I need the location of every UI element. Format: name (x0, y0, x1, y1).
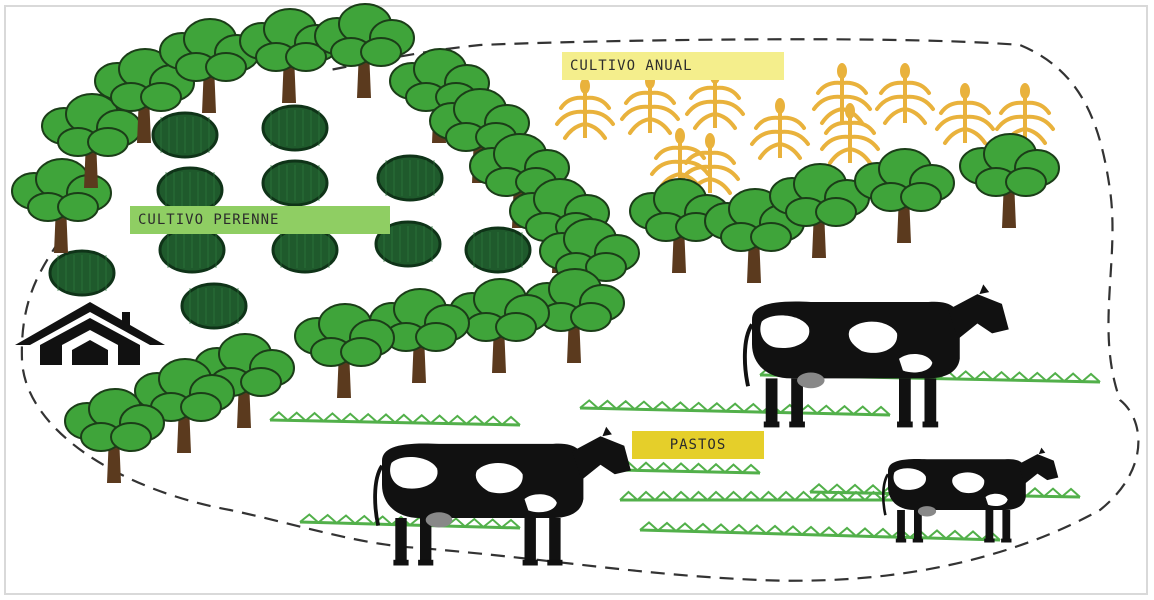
tree-icon (959, 133, 1060, 228)
tree-icon (64, 388, 165, 483)
frame-border (4, 5, 1148, 595)
tree-icon (159, 18, 260, 113)
tree-icon (524, 268, 625, 363)
tree-icon (314, 3, 415, 98)
perennial-shrub-icon (48, 249, 116, 297)
maize-plant-icon (812, 63, 872, 125)
tree-icon (41, 93, 142, 188)
perennial-shrub-icon (180, 282, 248, 330)
tree-icon (854, 148, 955, 243)
grass-tuft-icon (579, 399, 891, 417)
farm-boundary (20, 38, 1140, 582)
tree-icon (11, 158, 112, 253)
maize-plant-icon (750, 98, 810, 160)
cow-icon (373, 426, 631, 566)
maize-field (555, 63, 1055, 195)
tree-line (11, 3, 1060, 483)
tree-icon (294, 303, 395, 398)
tree-icon (469, 133, 570, 228)
house-icon (15, 302, 165, 365)
grass-tuft-icon (619, 461, 761, 475)
perennial-shrub-icon (158, 226, 226, 274)
cow-icon (881, 447, 1059, 543)
perennial-shrub-icon (271, 226, 339, 274)
cow-icon (742, 284, 1009, 428)
perennial-shrub-icon (261, 159, 329, 207)
label-cultivo-perenne: CULTIVO PERENNE (130, 206, 390, 234)
tree-icon (389, 48, 490, 143)
maize-plant-icon (935, 83, 995, 145)
maize-plant-icon (995, 83, 1055, 145)
label-cultivo-anual: CULTIVO ANUAL (562, 52, 784, 80)
maize-plant-icon (680, 133, 740, 195)
perennial-crop-field (48, 104, 532, 330)
tree-icon (94, 48, 195, 143)
grass-tuft-icon (269, 411, 521, 427)
perennial-shrub-icon (464, 226, 532, 274)
grass-tuft-icon (639, 521, 1001, 542)
maize-plant-icon (875, 63, 935, 125)
house (15, 302, 165, 365)
cattle (373, 284, 1059, 566)
perennial-shrub-icon (261, 104, 329, 152)
grass-tuft-icon (299, 513, 521, 530)
grass-tuft-icon (619, 490, 901, 502)
maize-plant-icon (555, 78, 615, 140)
tree-icon (449, 278, 550, 373)
label-pastos: PASTOS (632, 431, 764, 459)
perennial-shrub-icon (376, 154, 444, 202)
perennial-shrub-icon (374, 220, 442, 268)
maize-plant-icon (820, 103, 880, 165)
perennial-shrub-icon (151, 111, 219, 159)
tree-icon (704, 188, 805, 283)
tree-icon (194, 333, 295, 428)
